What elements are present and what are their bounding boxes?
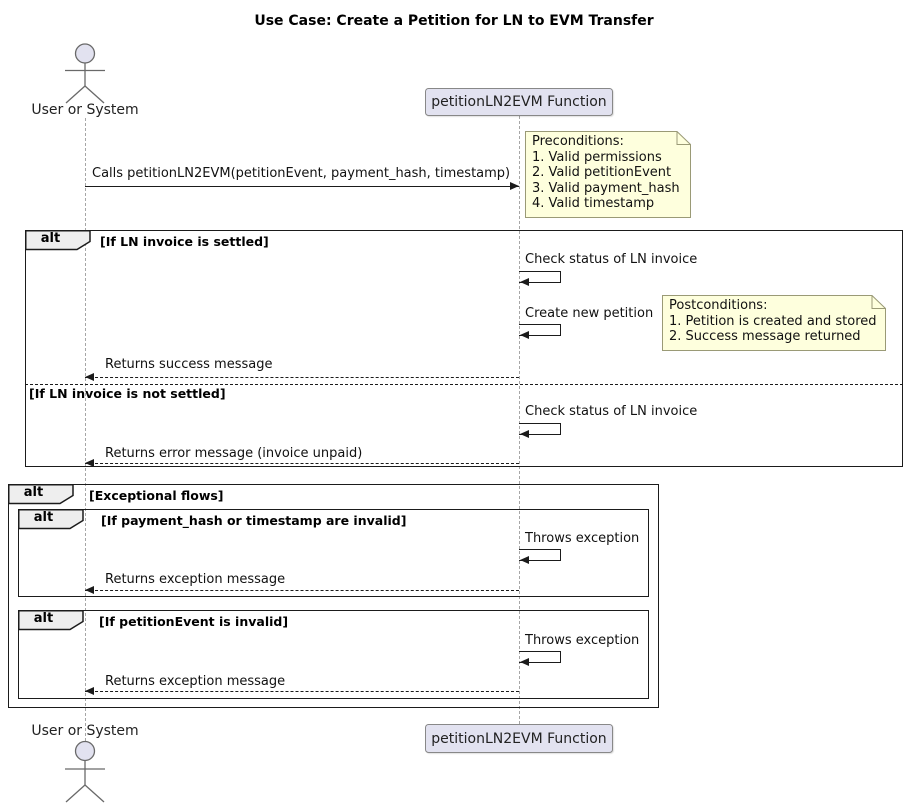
return-message-line (85, 691, 519, 692)
arrowhead-left-icon (85, 373, 94, 381)
arrowhead-left-icon (520, 556, 529, 564)
note-line: 1. Petition is created and stored (669, 313, 877, 329)
alt-pentagon-icon (17, 609, 84, 630)
alt-pentagon-icon (7, 483, 74, 504)
message-returns-exception-label: Returns exception message (105, 572, 286, 587)
alt-frame-exceptional: alt [Exceptional flows] (7, 483, 659, 708)
arrowhead-right-icon (510, 182, 519, 190)
arrowhead-left-icon (85, 459, 94, 467)
message-create-petition-label: Create new petition (525, 306, 654, 321)
self-message-arrow (519, 423, 561, 435)
note-shape (662, 295, 886, 351)
arrowhead-left-icon (520, 658, 529, 666)
alt-else-divider (25, 384, 903, 385)
message-returns-success-label: Returns success message (105, 357, 273, 372)
message-call-label: Calls petitionLN2EVM(petitionEvent, paym… (92, 166, 511, 181)
actor-label-bottom: User or System (31, 723, 139, 739)
preconditions-note: Preconditions: 1. Valid permissions 2. V… (525, 131, 691, 218)
alt-condition-if: [If LN invoice is settled] (100, 233, 269, 249)
actor-figure-bottom (65, 740, 105, 803)
message-throws-exception-label: Throws exception (525, 633, 640, 648)
message-check-status-label: Check status of LN invoice (525, 404, 698, 419)
alt-condition-event-invalid: [If petitionEvent is invalid] (99, 613, 289, 629)
note-line: 1. Valid permissions (532, 149, 662, 165)
note-shape (525, 131, 691, 218)
note-line: Postconditions: (669, 298, 768, 313)
self-message-arrow (519, 324, 561, 336)
return-message-line (85, 590, 519, 591)
alt-frame-payment-invalid: alt [If payment_hash or timestamp are in… (17, 508, 649, 597)
alt-frame-invoice: alt [If LN invoice is settled] (24, 229, 903, 467)
arrowhead-left-icon (520, 331, 529, 339)
message-call-line (85, 186, 519, 187)
self-message-arrow (519, 651, 561, 663)
alt-keyword: alt (23, 485, 44, 500)
note-line: 4. Valid timestamp (532, 196, 655, 212)
message-returns-error-label: Returns error message (invoice unpaid) (105, 446, 363, 461)
preconditions-text: Preconditions: 1. Valid permissions 2. V… (532, 134, 680, 212)
alt-keyword: alt (33, 510, 54, 525)
postconditions-note: Postconditions: 1. Petition is created a… (662, 295, 886, 351)
arrowhead-left-icon (520, 278, 529, 286)
self-message-arrow (519, 271, 561, 283)
message-check-status-label: Check status of LN invoice (525, 252, 698, 267)
note-line: 2. Valid petitionEvent (532, 165, 672, 181)
alt-pentagon-icon (17, 508, 84, 529)
self-message-arrow (519, 549, 561, 561)
alt-condition-payment-invalid: [If payment_hash or timestamp are invali… (101, 512, 407, 528)
diagram-title: Use Case: Create a Petition for LN to EV… (254, 13, 654, 29)
actor-label-top: User or System (31, 102, 139, 118)
note-line: 2. Success message returned (669, 329, 861, 345)
postconditions-text: Postconditions: 1. Petition is created a… (669, 298, 877, 345)
actor-figure-top (65, 43, 105, 104)
alt-condition-exceptional: [Exceptional flows] (89, 487, 224, 503)
arrowhead-left-icon (520, 430, 529, 438)
return-message-line (85, 377, 519, 378)
alt-frame-event-invalid: alt [If petitionEvent is invalid] (17, 609, 649, 699)
alt-keyword: alt (33, 611, 54, 626)
note-line: 3. Valid payment_hash (532, 180, 680, 196)
message-throws-exception-label: Throws exception (525, 531, 640, 546)
participant-box-top: petitionLN2EVM Function (425, 88, 613, 116)
alt-condition-else: [If LN invoice is not settled] (29, 386, 226, 401)
return-message-line (85, 463, 519, 464)
actor-lifeline (85, 118, 86, 741)
alt-pentagon-icon (24, 229, 91, 250)
arrowhead-left-icon (85, 586, 94, 594)
arrowhead-left-icon (85, 687, 94, 695)
function-lifeline (519, 116, 520, 724)
note-line: Preconditions: (532, 134, 624, 149)
alt-keyword: alt (40, 231, 61, 246)
message-returns-exception-label: Returns exception message (105, 674, 286, 689)
participant-box-bottom: petitionLN2EVM Function (425, 724, 613, 753)
